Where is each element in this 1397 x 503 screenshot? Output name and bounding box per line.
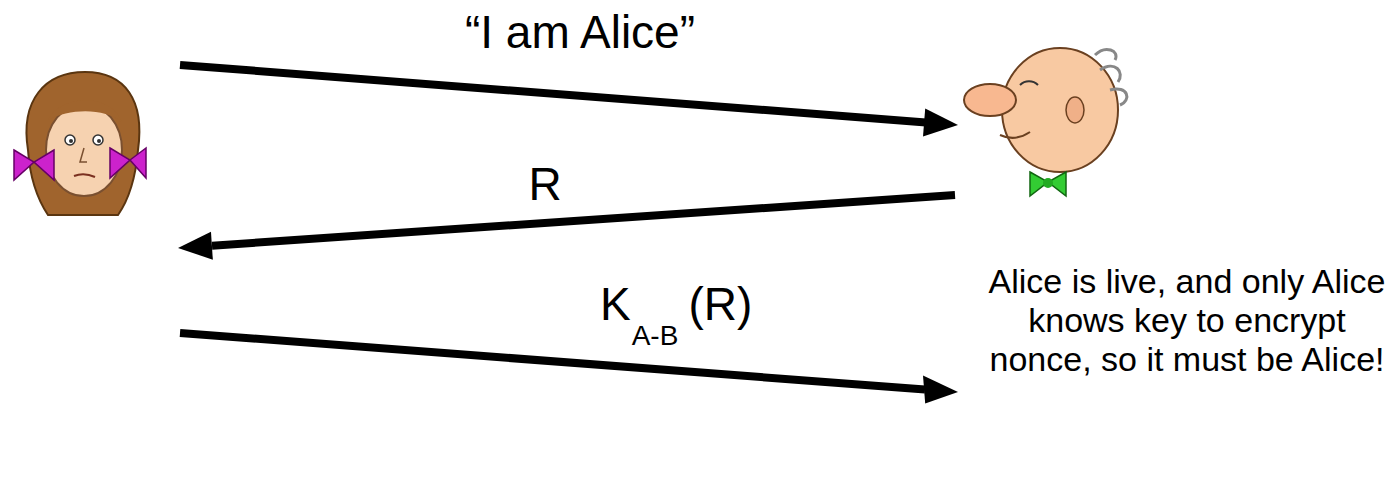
- message-label: “I am Alice”: [463, 6, 697, 59]
- head: [1002, 48, 1118, 172]
- alice-figure: [14, 72, 146, 215]
- bow: [110, 148, 146, 178]
- hair-tufts: [1095, 50, 1127, 105]
- arrowhead: [923, 108, 958, 136]
- message-label: (R): [686, 278, 754, 331]
- eye: [1020, 81, 1038, 85]
- message-arrows: [178, 65, 958, 403]
- bow-tie: [1030, 172, 1066, 196]
- nose: [964, 84, 1016, 116]
- arrow-line: [212, 195, 955, 246]
- bow-tie-knot: [1043, 178, 1053, 188]
- arrow-line: [180, 65, 926, 122]
- mouth: [74, 174, 95, 177]
- fringe: [48, 100, 122, 122]
- pupil: [97, 139, 101, 143]
- message-label: R: [526, 158, 563, 211]
- bow: [14, 150, 54, 180]
- eye: [65, 135, 75, 145]
- hair: [27, 72, 140, 215]
- pupil: [69, 139, 73, 143]
- note-text: Alice is live, and only Alice knows key …: [983, 262, 1392, 379]
- mouth: [1000, 132, 1030, 138]
- arrowhead: [178, 232, 213, 260]
- key-symbol: K: [598, 278, 633, 331]
- key-subscript: A-B: [630, 320, 681, 352]
- ear: [1066, 97, 1084, 123]
- eye: [93, 135, 103, 145]
- arrowhead: [923, 376, 958, 404]
- nose: [80, 148, 87, 162]
- arrow-line: [180, 333, 925, 390]
- bob-figure: [964, 48, 1127, 196]
